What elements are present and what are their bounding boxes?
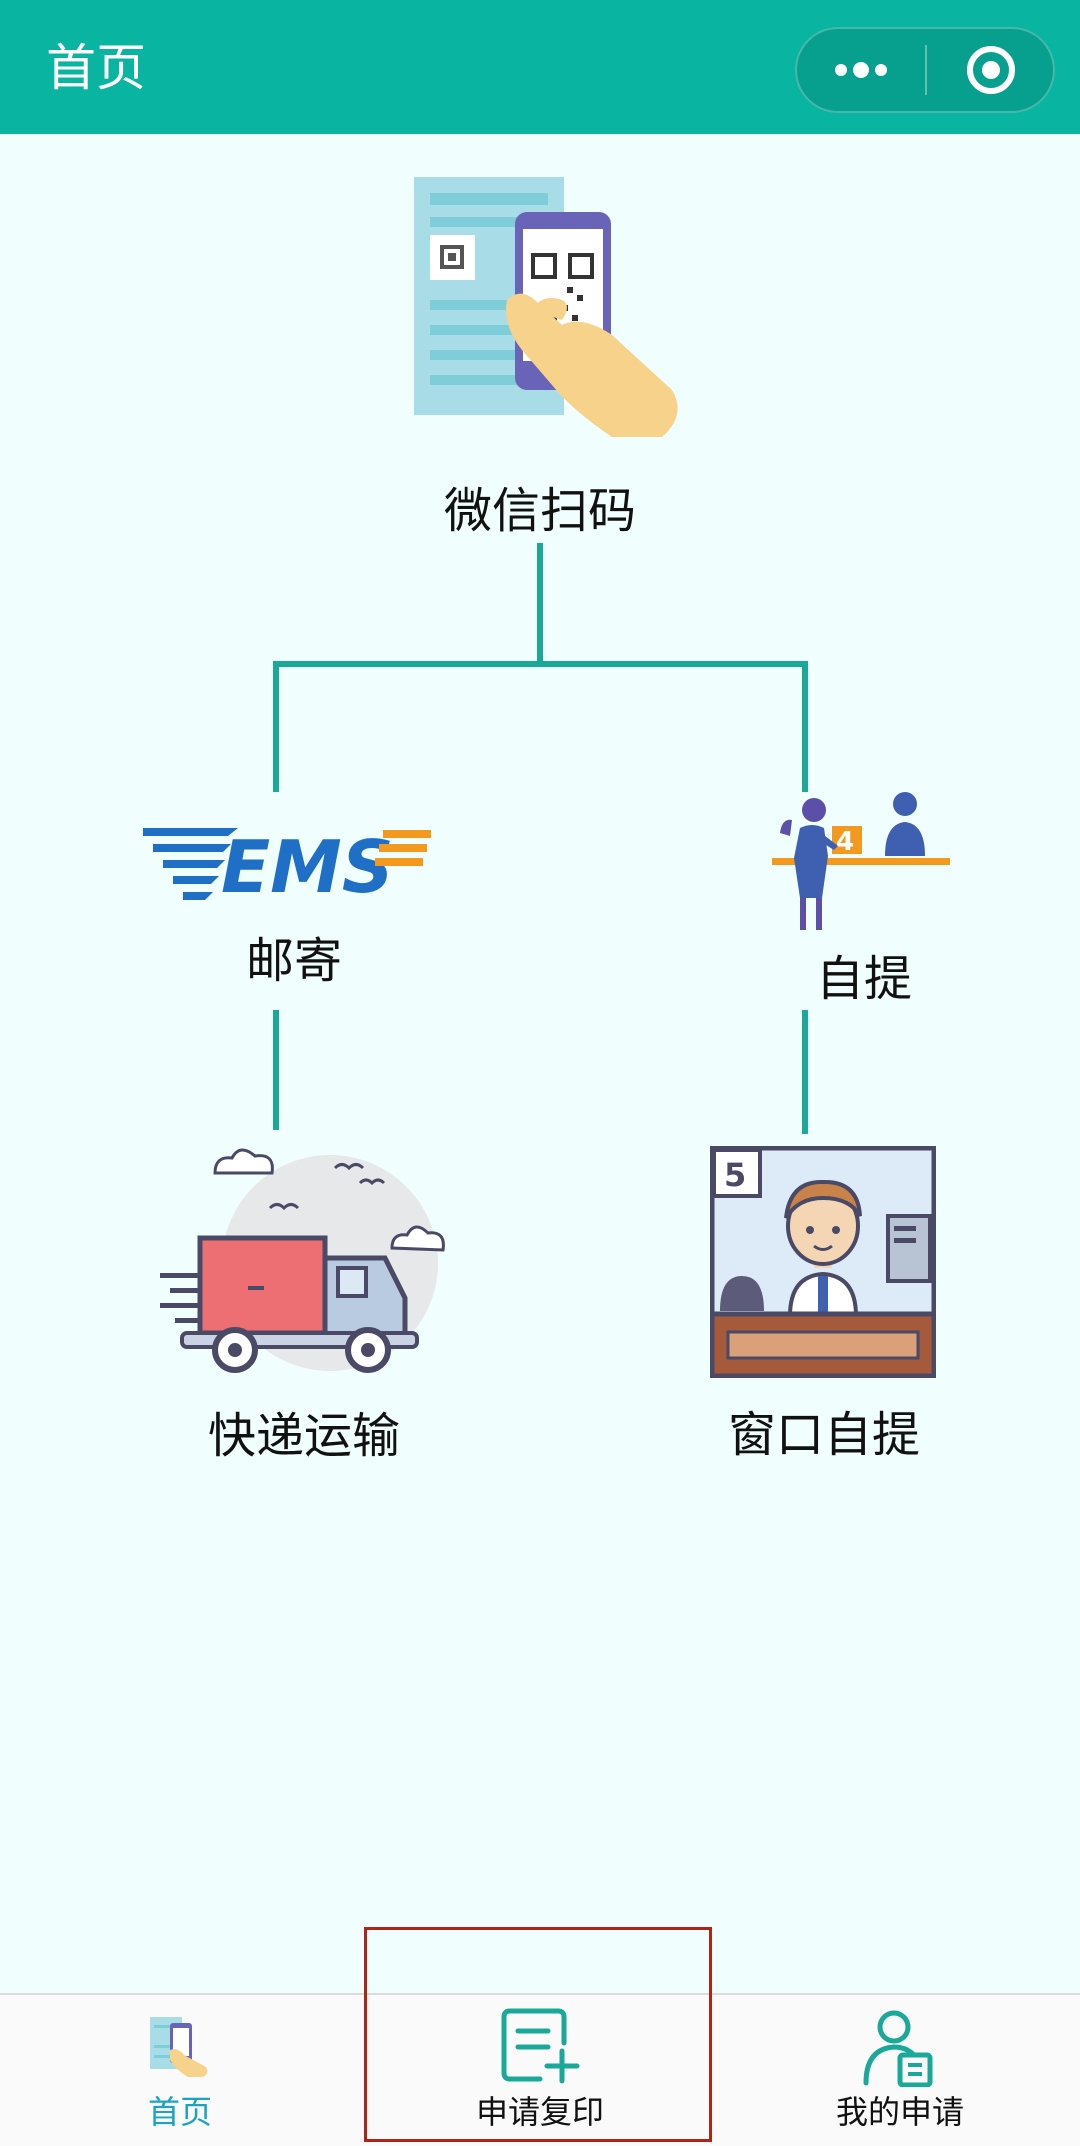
target-circle-icon[interactable]	[927, 29, 1055, 111]
right-bottom-node-label: 窗口自提	[728, 1407, 921, 1463]
connector-horizontal	[273, 661, 808, 667]
bottom-tab-bar: 首页 申请复印 我的申请	[0, 1993, 1080, 2146]
apply-copy-document-plus-icon	[500, 2007, 580, 2085]
right-node-label: 自提	[816, 951, 913, 1007]
top-node-label: 微信扫码	[444, 483, 637, 539]
delivery-truck-illustration[interactable]	[160, 1138, 450, 1383]
page-title: 首页	[46, 39, 146, 97]
connector-left-vertical	[273, 661, 279, 792]
ems-logo-text: EMS	[221, 825, 394, 906]
connector-right-lower	[802, 1010, 808, 1134]
tab-my-applications[interactable]: 我的申请	[720, 1995, 1080, 2146]
tab-apply-copy[interactable]: 申请复印	[360, 1995, 720, 2146]
connector-left-lower	[273, 1010, 279, 1130]
left-node-label: 邮寄	[246, 933, 343, 989]
tab-home[interactable]: 首页	[0, 1995, 360, 2146]
tab-home-label: 首页	[147, 2093, 212, 2131]
connector-right-vertical	[802, 661, 808, 792]
counter-pickup-illustration[interactable]: 4	[772, 788, 950, 933]
window-number: 5	[724, 1156, 746, 1194]
service-window-illustration[interactable]: 5	[709, 1145, 937, 1379]
more-dots-icon[interactable]	[797, 29, 925, 111]
tab-apply-copy-label: 申请复印	[475, 2093, 604, 2131]
qr-scan-phone-illustration[interactable]	[412, 175, 687, 445]
tab-my-applications-label: 我的申请	[835, 2093, 964, 2131]
top-navigation-bar: 首页	[0, 0, 1080, 134]
home-qr-phone-icon	[148, 2015, 212, 2079]
highlight-box	[364, 1927, 712, 2142]
my-applications-user-doc-icon	[860, 2007, 940, 2088]
mini-program-capsule	[795, 27, 1055, 113]
capsule-divider	[925, 45, 927, 95]
pickup-sign-text: 4	[836, 827, 854, 857]
ems-logo[interactable]: EMS	[143, 820, 433, 909]
left-bottom-node-label: 快递运输	[208, 1408, 401, 1464]
connector-top-vertical	[537, 543, 543, 667]
